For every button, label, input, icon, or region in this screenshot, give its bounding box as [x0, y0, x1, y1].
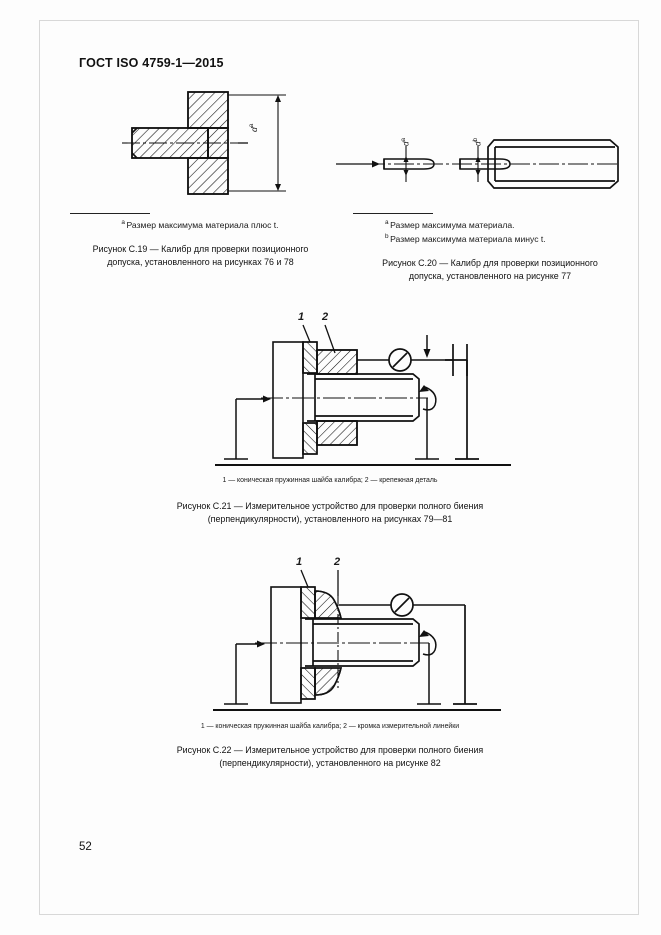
c19-caption: Рисунок С.19 — Калибр для проверки позиц…: [58, 243, 343, 268]
c20-dimension-value-left: d: [401, 141, 411, 146]
c21-legend: 1 — коническая пружинная шайба калибра; …: [130, 476, 530, 486]
c20-footnote-a-mark: a: [385, 219, 389, 226]
c21-callout-2: 2: [322, 311, 329, 323]
c20-footnote-rule: [353, 213, 433, 214]
c22-callout-2: 2: [334, 556, 341, 568]
c20-footnote-b-mark: b: [385, 233, 389, 241]
figure-c19-drawing: da: [120, 88, 300, 198]
c20-dimension-superscript-left: a: [400, 137, 407, 142]
c22-caption-line2: (перпендикулярности), установленного на …: [219, 757, 441, 768]
document-header: ГОСТ ISO 4759-1—2015: [79, 56, 224, 70]
c20-caption-line2: допуска, установленного на рисунке 77: [408, 270, 572, 281]
c19-dimension-superscript: a: [248, 123, 255, 128]
c20-caption: Рисунок С.20 — Калибр для проверки позиц…: [340, 257, 640, 282]
figure-c21-drawing: 1 2: [213, 311, 513, 471]
c19-footnote-mark: a: [121, 219, 125, 226]
page-number: 52: [79, 841, 92, 853]
c22-legend-text: 1 — коническая пружинная шайба калибра; …: [200, 723, 460, 730]
c20-footnote-b-text: Размер максимума материала минус t.: [390, 234, 546, 245]
c20-caption-line1: Рисунок С.20 — Калибр для проверки позиц…: [382, 258, 598, 268]
c21-caption-line1: Рисунок С.21 — Измерительное устройство …: [176, 501, 484, 511]
c19-dimension-label: da: [248, 122, 259, 132]
c21-caption: Рисунок С.21 — Измерительное устройство …: [80, 500, 580, 525]
page-border: [39, 20, 639, 915]
c22-callout-1: 1: [296, 556, 303, 568]
figure-c22-drawing: 1 2: [203, 556, 503, 716]
c19-dimension-value: d: [248, 127, 259, 132]
figure-c20-drawing: da db: [332, 128, 622, 198]
c22-caption: Рисунок С.22 — Измерительное устройство …: [80, 744, 580, 769]
c22-legend: 1 — коническая пружинная шайба калибра; …: [120, 722, 540, 732]
c19-caption-line2: допуска, установленного на рисунках 76 и…: [107, 256, 294, 267]
c20-dimension-label-left: da: [400, 136, 411, 146]
c20-dimension-superscript-right: b: [472, 137, 479, 142]
c21-callout-1: 1: [298, 311, 305, 323]
c21-legend-text: 1 — коническая пружинная шайба калибра; …: [222, 477, 438, 484]
c22-caption-line1: Рисунок С.22 — Измерительное устройство …: [176, 745, 484, 755]
c19-caption-line1: Рисунок С.19 — Калибр для проверки позиц…: [92, 244, 309, 254]
c20-footnote-a-text: Размер максимума материала.: [390, 219, 515, 230]
c19-footnote-text: Размер максимума материала плюс t.: [126, 219, 279, 230]
c19-footnote-rule: [70, 213, 150, 214]
c20-dimension-label-right: db: [472, 136, 483, 146]
c21-caption-line2: (перпендикулярности), установленного на …: [207, 513, 453, 524]
c20-dimension-value-right: d: [473, 141, 483, 146]
